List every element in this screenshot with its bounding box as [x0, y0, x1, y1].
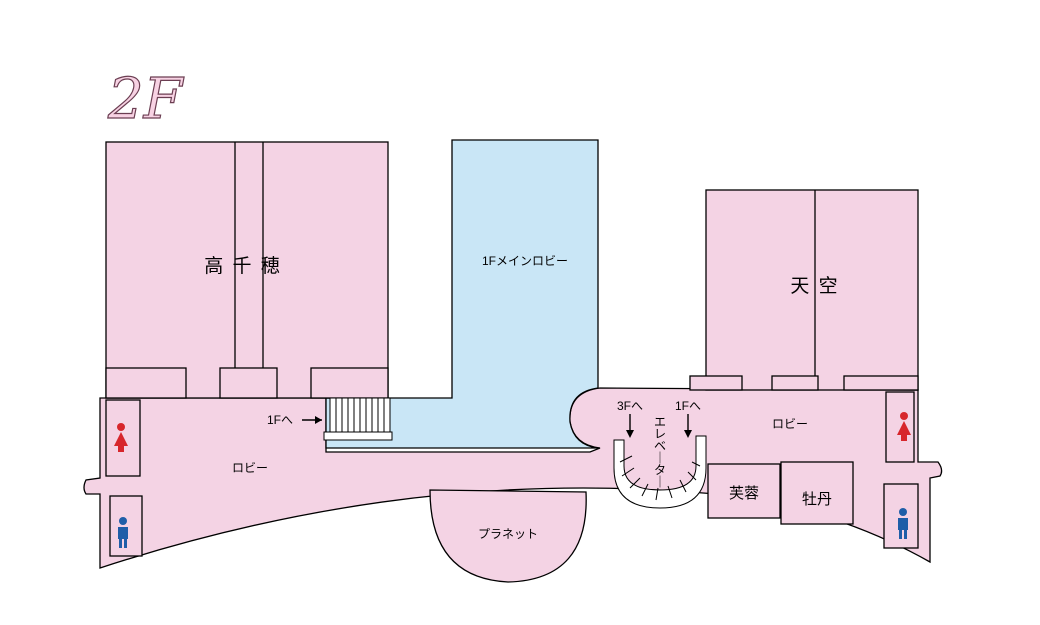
svg-text:｜: ｜: [654, 475, 666, 489]
female-restroom-right[interactable]: [885, 391, 915, 463]
room-planet[interactable]: [429, 489, 587, 583]
arrow-down-icon: [626, 414, 692, 438]
svg-text:レ: レ: [654, 427, 666, 441]
label-lobby-left: ロビー: [232, 461, 268, 475]
label-takachiho: 高 千 穂: [204, 255, 282, 277]
label-fuyo: 芙蓉: [729, 485, 759, 502]
stairs-icon: [323, 397, 393, 441]
label-to-3f: 3Fへ: [617, 399, 643, 413]
label-elevator: エ レ ベ ｜ タ ｜: [654, 415, 666, 489]
svg-text:エ: エ: [654, 415, 666, 429]
label-main-lobby: 1Fメインロビー: [482, 254, 568, 268]
male-restroom-icon: [118, 517, 128, 548]
floor-title: 2F: [107, 67, 185, 132]
label-stairs-1f: 1Fへ: [267, 413, 293, 427]
label-tenku: 天 空: [790, 275, 839, 297]
spiral-staircase-icon: [613, 435, 707, 509]
label-lobby-right: ロビー: [772, 417, 808, 431]
svg-text:タ: タ: [654, 463, 666, 477]
label-planet: プラネット: [478, 527, 538, 541]
female-restroom-icon: [114, 423, 128, 452]
svg-text:｜: ｜: [654, 451, 666, 465]
arrow-right-icon: [302, 416, 322, 424]
label-botan: 牡丹: [802, 491, 832, 508]
label-to-1f: 1Fへ: [675, 399, 701, 413]
room-botan[interactable]: [780, 461, 854, 525]
room-tenku[interactable]: [705, 189, 919, 391]
room-takachiho[interactable]: [105, 141, 389, 399]
svg-text:ベ: ベ: [654, 439, 666, 453]
room-fuyo[interactable]: [707, 463, 781, 519]
female-restroom-icon: [897, 412, 911, 441]
male-restroom-icon: [898, 508, 908, 539]
main-lobby-1f: [325, 139, 599, 449]
